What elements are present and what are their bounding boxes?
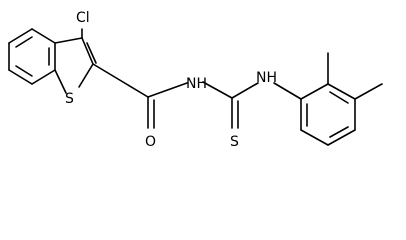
structure-canvas: Cl S O NH NH S (8, 10, 383, 150)
chlorine-label: Cl (76, 10, 90, 26)
carbonyl-oxygen-label: O (145, 134, 156, 150)
aryl-nh-label: NH (256, 70, 277, 86)
molecule-structure: Cl S O NH NH S (8, 10, 383, 150)
bond-lines (8, 28, 383, 146)
ring-sulfur-label: S (65, 91, 74, 107)
amide-nh-label: NH (186, 76, 207, 92)
atom-labels: Cl S O NH NH S (65, 10, 277, 150)
thiocarbonyl-sulfur-label: S (230, 134, 239, 150)
